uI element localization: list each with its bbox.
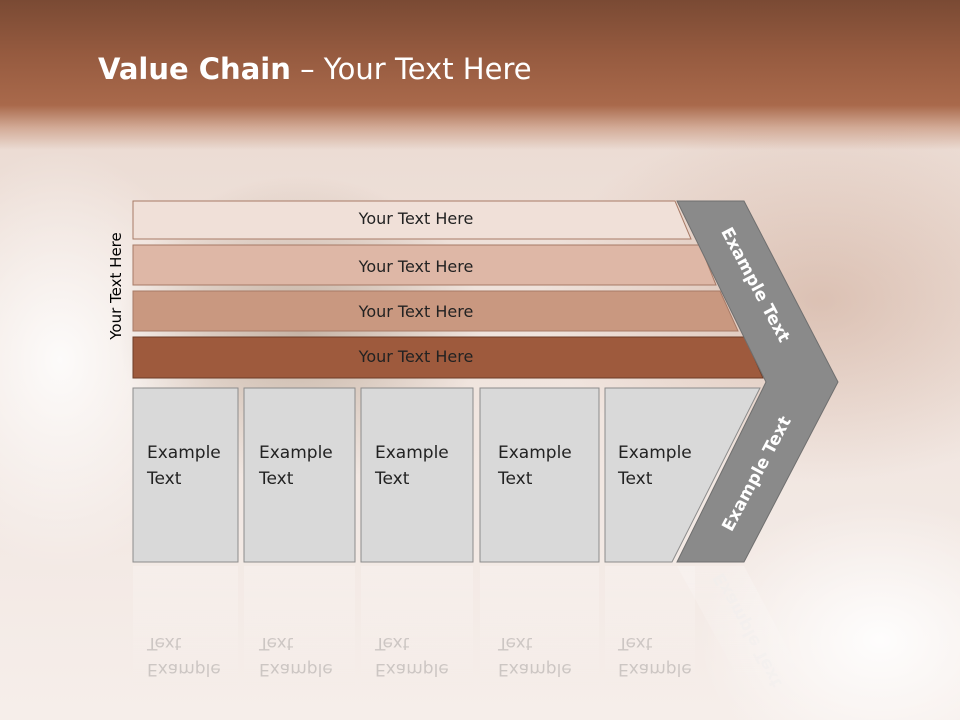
bar-1-label: Your Text Here	[358, 209, 474, 228]
reflection	[133, 566, 810, 690]
box-4-label: Example Text	[498, 443, 572, 489]
box-3-label: Example Text	[375, 443, 449, 489]
slide-title[interactable]: Value Chain – Your Text Here	[98, 52, 532, 86]
box-3-reflection: Example Text	[375, 633, 449, 679]
box-5-label: Example Text	[618, 443, 692, 489]
box-3[interactable]	[360, 387, 474, 563]
bar-1[interactable]	[132, 200, 692, 240]
box-1[interactable]	[132, 387, 239, 563]
box-4[interactable]	[479, 387, 600, 563]
bar-4[interactable]	[132, 336, 764, 379]
box-4-reflection: Example Text	[498, 633, 572, 679]
bar-3[interactable]	[132, 290, 739, 332]
title-band	[0, 0, 960, 150]
box-1-label: Example Text	[147, 443, 221, 489]
box-2-label: Example Text	[259, 443, 333, 489]
box-2[interactable]	[243, 387, 356, 563]
title-rest: – Your Text Here	[290, 52, 532, 86]
title-bold: Value Chain	[98, 52, 291, 86]
chevron-arrow[interactable]	[676, 200, 839, 563]
bar-2[interactable]	[132, 244, 717, 286]
box-5-reflection: Example Text	[618, 633, 692, 679]
box-1-reflection: Example Text	[147, 633, 221, 679]
bar-2-label: Your Text Here	[358, 257, 474, 276]
bar-3-label: Your Text Here	[358, 302, 474, 321]
box-2-reflection: Example Text	[259, 633, 333, 679]
box-5[interactable]	[604, 387, 761, 563]
bar-4-label: Your Text Here	[358, 347, 474, 366]
